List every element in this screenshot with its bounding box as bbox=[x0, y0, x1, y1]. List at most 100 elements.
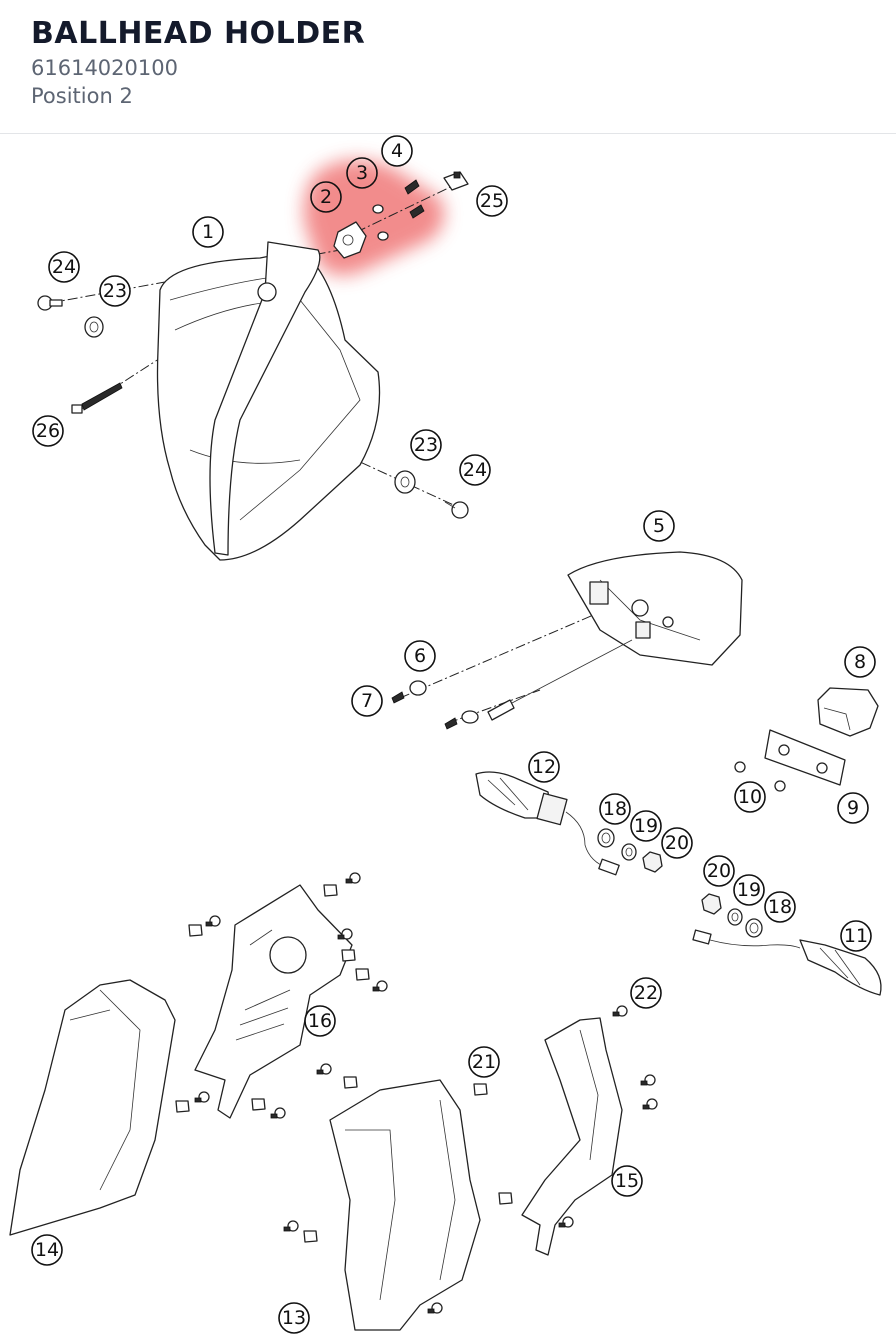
screw-icon bbox=[646, 1098, 658, 1110]
callout-label: 6 bbox=[414, 645, 426, 667]
headlight-housing bbox=[156, 241, 381, 561]
screw-icon bbox=[616, 1005, 628, 1017]
callout-label: 12 bbox=[532, 756, 556, 778]
callout-15[interactable]: 15 bbox=[611, 1165, 643, 1197]
clip-icon bbox=[323, 884, 338, 897]
callout-2[interactable]: 2 bbox=[310, 181, 342, 213]
callout-7[interactable]: 7 bbox=[351, 685, 383, 717]
screw-shank bbox=[372, 986, 380, 992]
callout-20-left[interactable]: 20 bbox=[661, 827, 693, 859]
screw-shank bbox=[337, 934, 345, 940]
callout-9[interactable]: 9 bbox=[837, 792, 869, 824]
callout-12[interactable]: 12 bbox=[528, 751, 560, 783]
callout-label: 15 bbox=[615, 1170, 639, 1192]
callout-label: 2 bbox=[320, 186, 332, 208]
screw-shank bbox=[612, 1011, 620, 1017]
callouts: 1 2 3 4 5 6 7 8 9 10 11 12 13 14 15 16 1… bbox=[31, 135, 876, 1334]
clip-icon bbox=[355, 968, 370, 981]
screw-icon bbox=[274, 1107, 286, 1119]
page-title: BALLHEAD HOLDER bbox=[31, 16, 366, 51]
screw-shank bbox=[194, 1097, 202, 1103]
screw-icon bbox=[341, 928, 353, 940]
callout-label: 11 bbox=[844, 925, 868, 947]
callout-label: 1 bbox=[202, 221, 214, 243]
callout-label: 21 bbox=[472, 1051, 496, 1073]
screw-shank bbox=[558, 1222, 566, 1228]
screw-shank bbox=[642, 1104, 650, 1110]
callout-label: 25 bbox=[480, 190, 504, 212]
screw-icon bbox=[198, 1091, 210, 1103]
clip-icon bbox=[188, 924, 203, 937]
callout-label: 13 bbox=[282, 1307, 306, 1329]
screw-shank bbox=[427, 1308, 435, 1314]
callout-10[interactable]: 10 bbox=[734, 781, 766, 813]
callout-label: 22 bbox=[634, 982, 658, 1004]
clip-icon bbox=[498, 1192, 513, 1205]
callout-22[interactable]: 22 bbox=[630, 977, 662, 1009]
callout-5[interactable]: 5 bbox=[643, 510, 675, 542]
callout-label: 20 bbox=[665, 832, 689, 854]
callout-19-left[interactable]: 19 bbox=[630, 810, 662, 842]
callout-24-bottom[interactable]: 24 bbox=[459, 454, 491, 486]
callout-label: 3 bbox=[356, 162, 368, 184]
header: BALLHEAD HOLDER 61614020100 Position 2 bbox=[0, 0, 896, 134]
indicator-right bbox=[692, 929, 882, 996]
callout-23-bottom[interactable]: 23 bbox=[410, 429, 442, 461]
clip-icon bbox=[473, 1083, 488, 1096]
callout-26[interactable]: 26 bbox=[32, 415, 64, 447]
callout-label: 23 bbox=[414, 434, 438, 456]
callout-20-right[interactable]: 20 bbox=[703, 855, 735, 887]
ballhead-holder-parts bbox=[333, 171, 469, 259]
screw-icon bbox=[644, 1074, 656, 1086]
callout-label: 18 bbox=[603, 798, 627, 820]
clip-icon bbox=[343, 1076, 358, 1089]
screw-shank bbox=[345, 878, 353, 884]
bracket-16 bbox=[194, 884, 353, 1119]
screw-icon bbox=[562, 1216, 574, 1228]
callout-18-left[interactable]: 18 bbox=[599, 793, 631, 825]
callout-label: 20 bbox=[707, 860, 731, 882]
callout-label: 16 bbox=[308, 1010, 332, 1032]
callout-3[interactable]: 3 bbox=[346, 157, 378, 189]
screw-shank bbox=[205, 921, 213, 927]
callout-21[interactable]: 21 bbox=[468, 1046, 500, 1078]
screw-shank bbox=[283, 1226, 291, 1232]
screw-icon bbox=[320, 1063, 332, 1075]
callout-23-top[interactable]: 23 bbox=[99, 275, 131, 307]
callout-label: 19 bbox=[634, 815, 658, 837]
callout-4[interactable]: 4 bbox=[381, 135, 413, 167]
screw-shank bbox=[316, 1069, 324, 1075]
callout-label: 7 bbox=[361, 690, 373, 712]
small-fasteners bbox=[175, 872, 658, 1314]
screw-icon bbox=[287, 1220, 299, 1232]
callout-label: 10 bbox=[738, 786, 762, 808]
callout-18-right[interactable]: 18 bbox=[764, 891, 796, 923]
screw-shank bbox=[270, 1113, 278, 1119]
license-plate-light bbox=[734, 687, 879, 792]
bracket-15 bbox=[521, 1017, 623, 1256]
callout-1[interactable]: 1 bbox=[192, 216, 224, 248]
tail-light-fasteners bbox=[391, 639, 633, 730]
callout-16[interactable]: 16 bbox=[304, 1005, 336, 1037]
callout-8[interactable]: 8 bbox=[844, 646, 876, 678]
highlight-area bbox=[303, 159, 445, 276]
callout-label: 26 bbox=[36, 420, 60, 442]
callout-label: 24 bbox=[463, 459, 487, 481]
callout-11[interactable]: 11 bbox=[840, 920, 872, 952]
callout-19-right[interactable]: 19 bbox=[733, 874, 765, 906]
callout-13[interactable]: 13 bbox=[278, 1302, 310, 1334]
side-fairing-14 bbox=[9, 979, 176, 1236]
clip-icon bbox=[251, 1098, 266, 1111]
callout-14[interactable]: 14 bbox=[31, 1234, 63, 1266]
callout-25[interactable]: 25 bbox=[476, 185, 508, 217]
callout-label: 18 bbox=[768, 896, 792, 918]
callout-24-top[interactable]: 24 bbox=[48, 251, 80, 283]
callout-label: 24 bbox=[52, 256, 76, 278]
clip-icon bbox=[341, 949, 356, 962]
exploded-parts-diagram: 1 2 3 4 5 6 7 8 9 10 11 12 13 14 15 16 1… bbox=[9, 135, 882, 1334]
indicator-left bbox=[475, 771, 620, 876]
callout-label: 9 bbox=[847, 797, 859, 819]
callout-6[interactable]: 6 bbox=[404, 640, 436, 672]
screw-icon bbox=[431, 1302, 443, 1314]
indicator-washers-and-nuts bbox=[597, 828, 763, 938]
